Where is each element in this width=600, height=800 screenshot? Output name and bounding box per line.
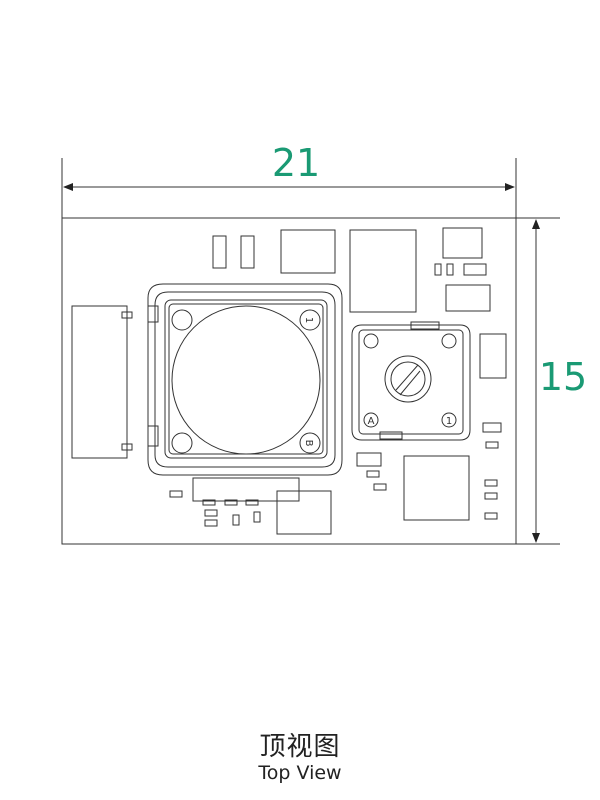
- smd-pad: [434, 263, 442, 276]
- smd-pad: [484, 512, 498, 520]
- pcb-board: [61, 217, 517, 545]
- smd-pad: [482, 422, 502, 433]
- small-button-module: [351, 321, 471, 441]
- corner-hole: [299, 432, 321, 454]
- smd-pad: [485, 441, 499, 449]
- round-actuator: [171, 305, 321, 455]
- component-markings: 1 B A 1: [303, 317, 452, 447]
- large-button-module: [147, 283, 343, 506]
- height-dimension: [516, 217, 560, 545]
- smd-pad: [356, 452, 382, 467]
- view-title-english: Top View: [258, 762, 342, 784]
- view-title-chinese: 顶视图: [259, 732, 341, 762]
- smd-pad: [232, 514, 240, 526]
- width-dimension-label: 21: [272, 141, 320, 185]
- board-outline: [61, 217, 517, 545]
- smd-pad: [373, 483, 387, 491]
- smd-pad: [446, 263, 454, 276]
- width-dimension: [61, 158, 517, 218]
- corner-hole: [171, 432, 193, 454]
- ic-chip: [349, 229, 417, 313]
- bottom-connector: [192, 477, 300, 502]
- corner-hole: [299, 309, 321, 331]
- smd-pad: [463, 263, 487, 276]
- ic-chip: [445, 284, 491, 312]
- smd-pad: [479, 333, 507, 379]
- smd-pad: [253, 511, 261, 523]
- smd-pad: [169, 490, 183, 498]
- ic-chip: [442, 227, 483, 259]
- smd-pad: [204, 509, 218, 517]
- mark-a: A: [368, 416, 375, 427]
- ic-chip: [280, 229, 336, 274]
- smd-pad: [240, 235, 255, 269]
- corner-hole: [171, 309, 193, 331]
- marking-circle-a: [363, 412, 379, 428]
- smd-pad: [204, 519, 218, 527]
- ic-chip: [403, 455, 470, 521]
- smd-pad: [484, 479, 498, 487]
- mark-one: 1: [446, 416, 452, 427]
- smd-pad: [366, 470, 380, 478]
- marking-circle-1: [441, 412, 457, 428]
- smd-pad: [212, 235, 227, 269]
- smd-pad: [484, 492, 498, 500]
- left-connector: [71, 305, 133, 459]
- potentiometer-dial: [384, 355, 432, 403]
- mark-top-right: 1: [303, 317, 314, 323]
- height-dimension-label: 15: [539, 355, 587, 399]
- mark-bottom-right: B: [303, 440, 314, 447]
- ic-chip: [276, 490, 332, 535]
